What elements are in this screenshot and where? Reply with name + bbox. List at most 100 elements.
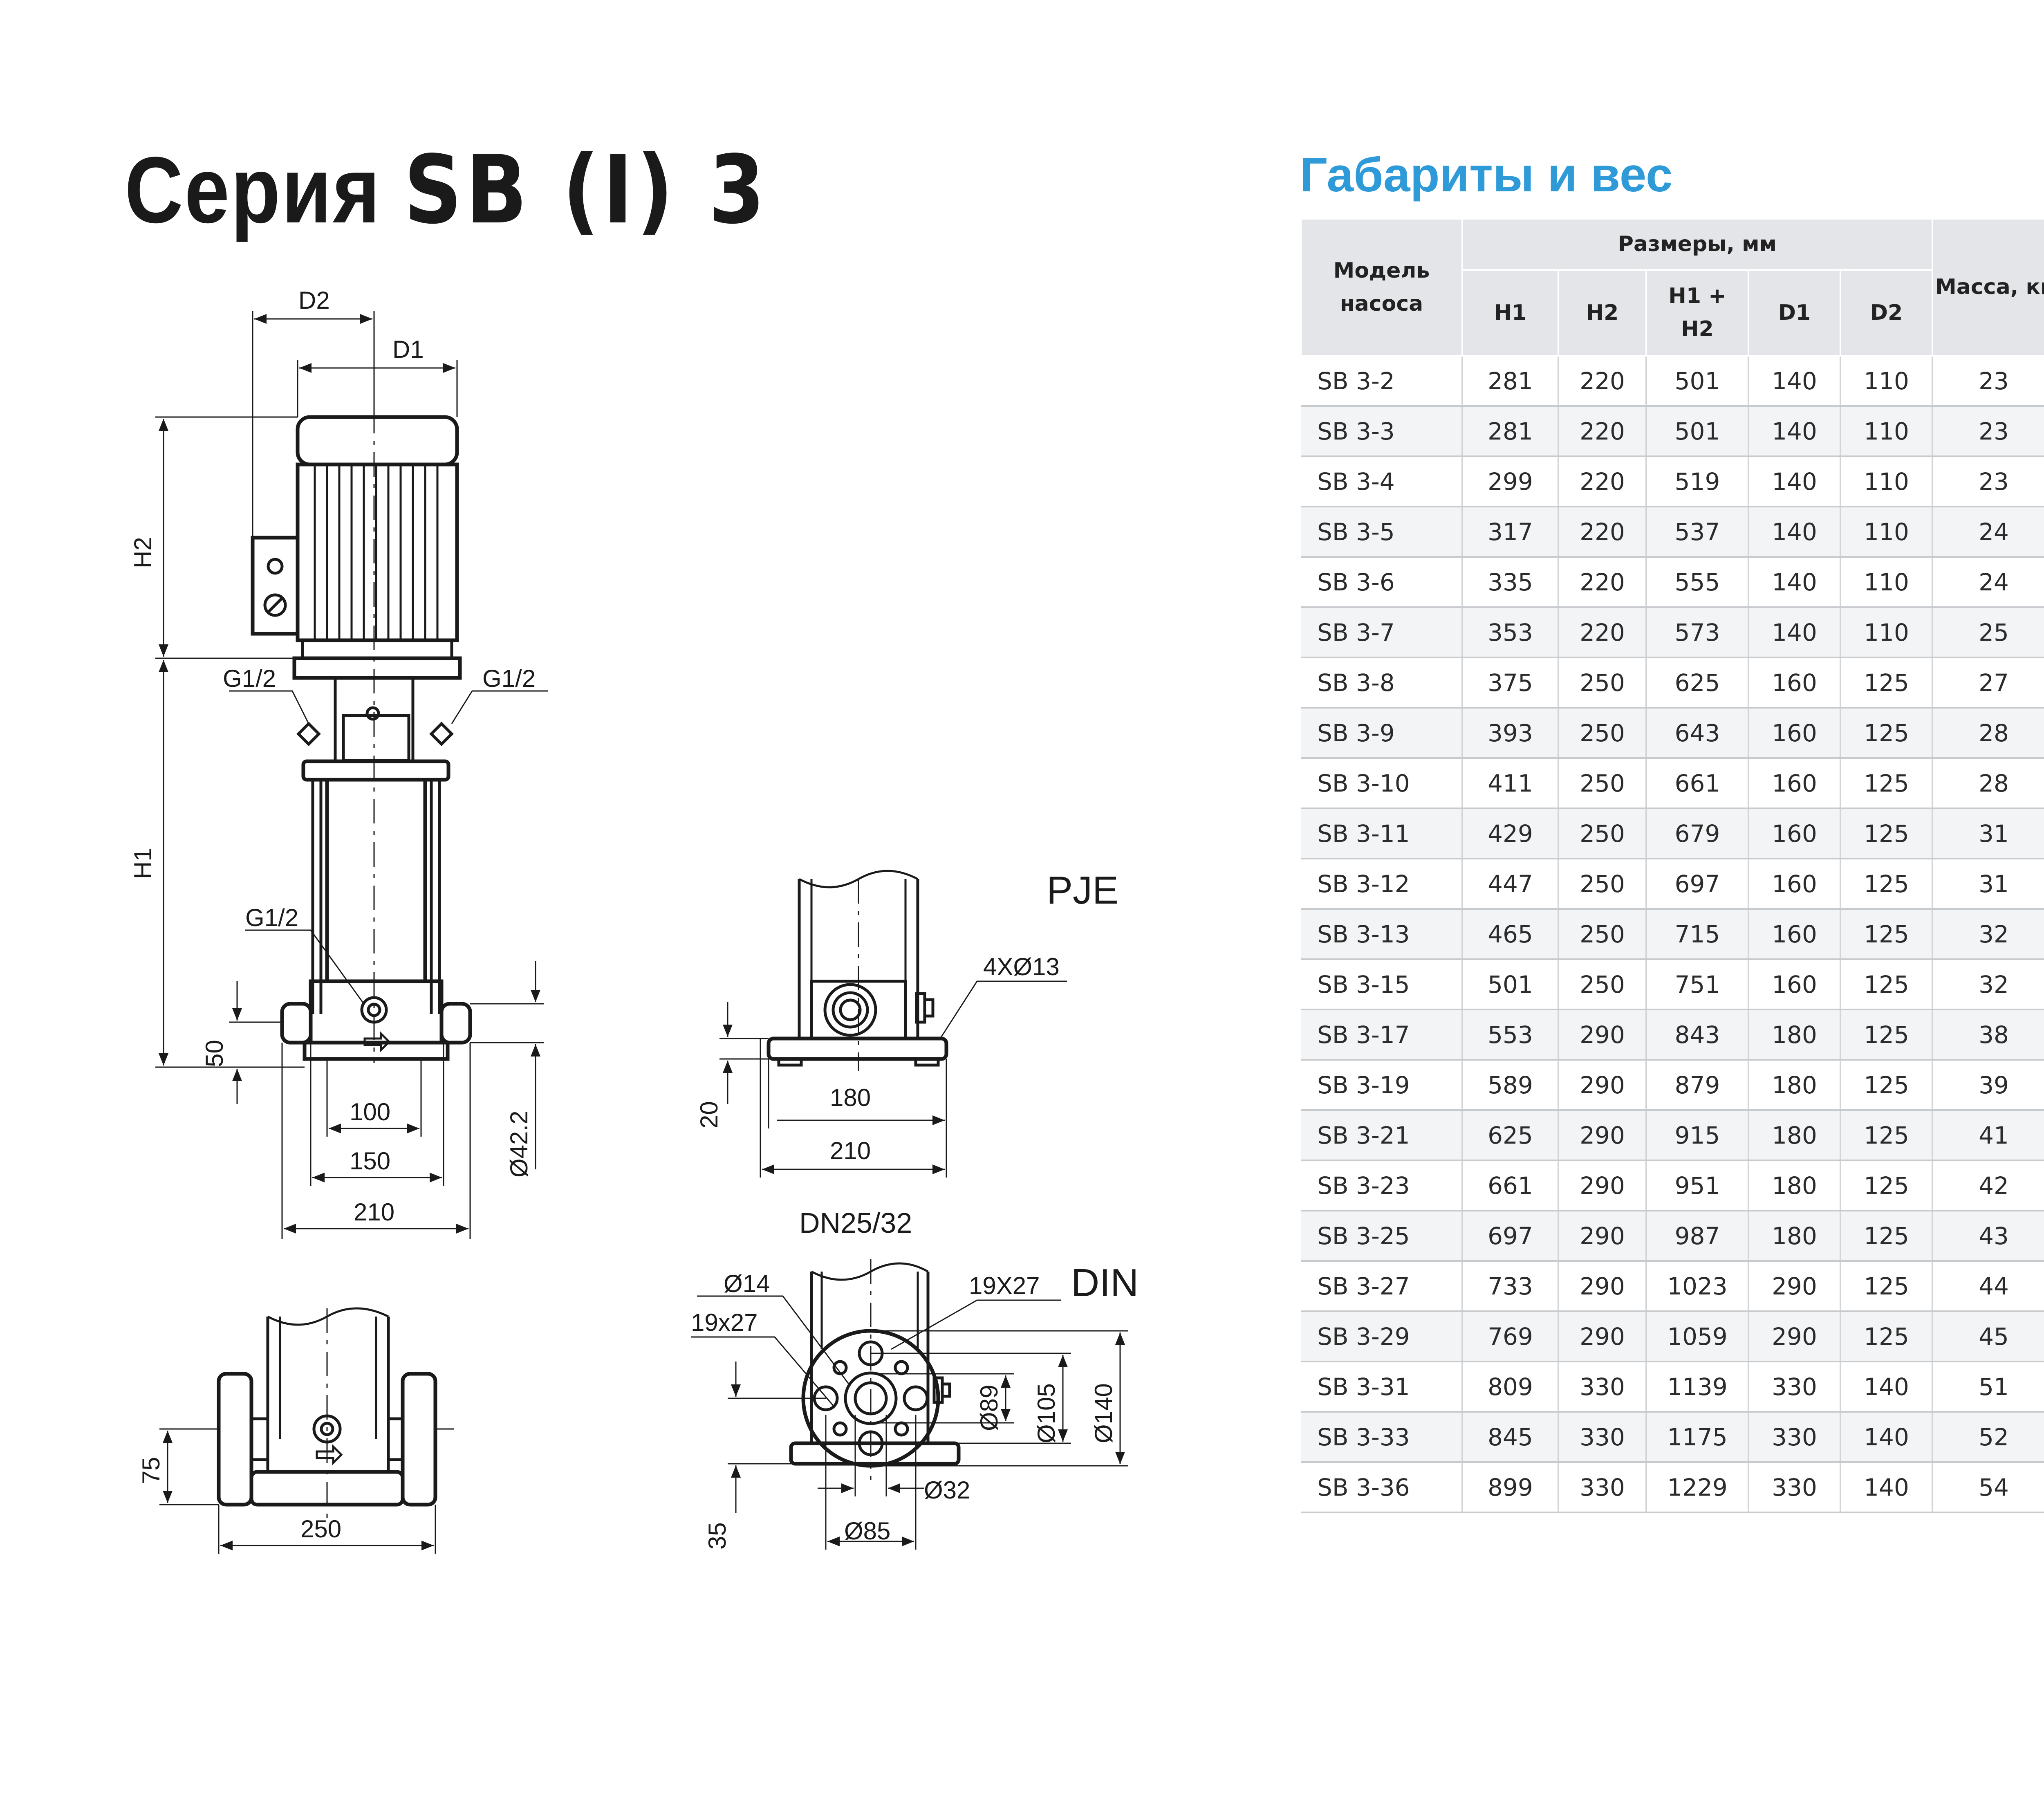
model-cell: SB 3-4 <box>1301 456 1462 507</box>
sub-header-d1: D1 <box>1748 269 1841 357</box>
value-cell: 110 <box>1839 356 1933 407</box>
value-cell: 951 <box>1645 1160 1748 1211</box>
value-cell: 501 <box>1645 406 1748 457</box>
value-cell: 573 <box>1645 607 1748 658</box>
dim-d422: Ø42.2 <box>505 1111 533 1178</box>
value-cell: 180 <box>1748 1060 1840 1111</box>
value-cell: 281 <box>1461 356 1558 407</box>
value-cell: 28 <box>1932 708 2044 759</box>
value-cell: 330 <box>1748 1412 1840 1463</box>
value-cell: 160 <box>1748 959 1840 1010</box>
dimensions-table: Модель насоса Размеры, мм Масса, кг H1 H… <box>1300 218 2044 1513</box>
base-dim-75: 75 <box>137 1457 165 1484</box>
value-cell: 751 <box>1645 959 1748 1010</box>
value-cell: 110 <box>1839 456 1933 507</box>
value-cell: 697 <box>1461 1211 1558 1262</box>
model-cell: SB 3-13 <box>1301 909 1462 960</box>
value-cell: 375 <box>1461 657 1558 709</box>
model-cell: SB 3-33 <box>1301 1412 1462 1463</box>
value-cell: 250 <box>1558 959 1646 1010</box>
value-cell: 353 <box>1461 607 1558 658</box>
value-cell: 42 <box>1932 1160 2044 1211</box>
value-cell: 125 <box>1839 1311 1933 1362</box>
value-cell: 250 <box>1558 758 1646 809</box>
base-dim-250: 250 <box>300 1515 341 1543</box>
value-cell: 160 <box>1748 909 1840 960</box>
sub-header-d2: D2 <box>1839 269 1934 357</box>
value-cell: 23 <box>1932 356 2044 407</box>
value-cell: 125 <box>1839 758 1933 809</box>
din-d14: Ø14 <box>724 1270 770 1297</box>
value-cell: 180 <box>1748 1009 1840 1061</box>
value-cell: 250 <box>1558 708 1646 759</box>
technical-drawing: D2 D1 H2 H1 G1/2 G1/2 G1/2 50 100 150 21… <box>129 287 1139 1554</box>
din-labels: DIN DN25/32 Ø14 19X27 19x27 Ø89 Ø105 Ø14… <box>691 1207 1139 1550</box>
din-d89: Ø89 <box>975 1385 1003 1431</box>
value-cell: 110 <box>1839 406 1933 457</box>
dn-label: DN25/32 <box>799 1207 912 1239</box>
model-cell: SB 3-9 <box>1301 708 1462 759</box>
model-cell: SB 3-11 <box>1301 808 1462 859</box>
value-cell: 51 <box>1932 1362 2044 1413</box>
value-cell: 125 <box>1839 1261 1933 1312</box>
value-cell: 45 <box>1932 1311 2044 1362</box>
value-cell: 290 <box>1558 1160 1646 1211</box>
value-cell: 220 <box>1558 607 1646 658</box>
value-cell: 281 <box>1461 406 1558 457</box>
value-cell: 290 <box>1558 1009 1646 1061</box>
g-right-label: G1/2 <box>482 665 536 692</box>
value-cell: 465 <box>1461 909 1558 960</box>
base-dimensions <box>159 1428 454 1554</box>
pje-dimensions <box>719 980 1067 1178</box>
value-cell: 250 <box>1558 859 1646 910</box>
value-cell: 519 <box>1645 456 1748 507</box>
base-labels: 75 250 <box>137 1457 341 1543</box>
col-mass-header: Масса, кг <box>1932 218 2044 357</box>
value-cell: 125 <box>1839 1160 1933 1211</box>
pje-view <box>766 870 948 1071</box>
value-cell: 31 <box>1932 859 2044 910</box>
value-cell: 429 <box>1461 808 1558 859</box>
value-cell: 32 <box>1932 909 2044 960</box>
pje-dim-20: 20 <box>695 1101 723 1128</box>
value-cell: 393 <box>1461 708 1558 759</box>
value-cell: 160 <box>1748 758 1840 809</box>
value-cell: 250 <box>1558 657 1646 709</box>
value-cell: 335 <box>1461 557 1558 608</box>
value-cell: 180 <box>1748 1211 1840 1262</box>
value-cell: 140 <box>1839 1362 1933 1413</box>
value-cell: 28 <box>1932 758 2044 809</box>
col-sizes-header: Размеры, мм <box>1461 218 1934 271</box>
value-cell: 879 <box>1645 1060 1748 1111</box>
value-cell: 697 <box>1645 859 1748 910</box>
value-cell: 843 <box>1645 1009 1748 1061</box>
value-cell: 290 <box>1748 1311 1840 1362</box>
value-cell: 290 <box>1558 1211 1646 1262</box>
value-cell: 1059 <box>1645 1311 1748 1362</box>
col-model-header: Модель насоса <box>1300 218 1463 357</box>
model-cell: SB 3-5 <box>1301 507 1462 558</box>
sub-header-h1: H1 <box>1461 269 1559 357</box>
value-cell: 643 <box>1645 708 1748 759</box>
value-cell: 589 <box>1461 1060 1558 1111</box>
value-cell: 160 <box>1748 708 1840 759</box>
g-side-label: G1/2 <box>245 904 298 931</box>
value-cell: 31 <box>1932 808 2044 859</box>
value-cell: 125 <box>1839 959 1933 1010</box>
series-code: SB (I) 3 <box>403 136 769 245</box>
value-cell: 661 <box>1645 758 1748 809</box>
